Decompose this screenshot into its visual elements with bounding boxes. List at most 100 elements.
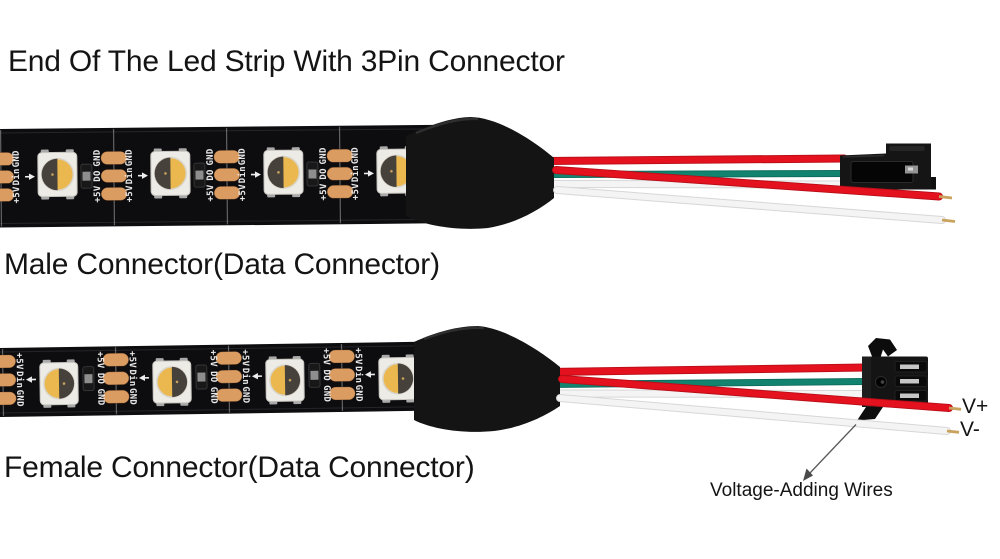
pad-label: GND — [93, 149, 103, 167]
wire-red-bottom — [544, 364, 870, 376]
pad-label: DO — [206, 169, 216, 181]
tinned-tip — [946, 429, 960, 434]
annotation-arrow-line — [808, 424, 857, 475]
wire-red-top — [542, 155, 848, 165]
solder-pad — [215, 388, 243, 403]
pad-label: DO — [93, 170, 103, 182]
solder-pad — [213, 167, 241, 182]
female-connector-slots — [894, 361, 928, 402]
female-connector-shade — [862, 356, 871, 407]
heat-shrink-highlight — [423, 326, 485, 341]
pad-label: GND — [95, 388, 105, 406]
trace-line — [0, 345, 436, 353]
led-chip — [171, 366, 188, 398]
solder-pad — [215, 351, 243, 366]
solder-pad — [102, 352, 130, 367]
smd-body — [84, 374, 93, 384]
solder-pad — [102, 389, 130, 404]
pad-label: GND — [321, 385, 331, 403]
female-connector-label: Female Connector(Data Connector) — [4, 451, 475, 484]
heat-shrink-bottom — [414, 326, 560, 432]
pad-label: GND — [351, 147, 361, 165]
pad-label: Din — [124, 167, 135, 184]
male-connector-gloss — [889, 146, 925, 151]
female-connector-recess-dot — [880, 380, 885, 384]
solder-pad — [100, 186, 128, 201]
pad-label: DO — [95, 373, 105, 385]
led-bond-dot — [164, 172, 167, 175]
trace-line — [0, 218, 437, 224]
led-chip — [380, 155, 397, 188]
led-bond-dot — [390, 169, 393, 173]
title-label: End Of The Led Strip With 3Pin Connector — [8, 45, 565, 78]
voltage-note-label: Voltage-Adding Wires — [710, 480, 893, 501]
annotation-arrow-head — [803, 468, 813, 481]
solder-pad — [328, 349, 356, 364]
male-connector-edge — [842, 154, 885, 158]
female-connector-fin — [857, 407, 883, 421]
data-arrow-head — [28, 173, 35, 180]
male-connector-pin-highlight — [908, 167, 913, 171]
solder-pad — [100, 168, 128, 183]
led-bond-dot — [51, 173, 54, 176]
led-strip-bottom: +5VDinGND+5VDOGND+5VDinGND+5VDOGND+5VDin… — [0, 341, 437, 418]
led-chip — [397, 363, 414, 394]
data-arrow-head — [367, 170, 374, 177]
tinned-tip — [938, 195, 953, 200]
pad-label: +5V — [240, 349, 250, 367]
data-arrow-head — [364, 371, 371, 378]
trace-line — [0, 406, 437, 414]
led-chip — [58, 368, 75, 399]
led-chip — [41, 158, 58, 191]
pad-label: Din — [237, 166, 248, 183]
solder-pad — [213, 185, 241, 200]
data-arrow-head — [141, 172, 148, 179]
pad-label: Din — [14, 371, 25, 388]
pad-label: +5V — [319, 183, 329, 201]
tinned-tip — [948, 406, 962, 411]
pad-label: +5V — [208, 350, 218, 368]
v-minus-label: V- — [960, 418, 980, 441]
pad-label: DO — [319, 168, 329, 180]
pad-label: +5V — [127, 351, 137, 369]
solder-pad — [326, 166, 354, 181]
pin-metal — [900, 364, 919, 369]
pad-label: +5V — [93, 185, 103, 203]
pad-label: Din — [353, 366, 364, 383]
solder-pad — [328, 367, 356, 382]
male-connector-label: Male Connector(Data Connector) — [4, 248, 440, 281]
pad-label: DO — [208, 371, 218, 383]
solder-pad — [102, 371, 130, 386]
pad-label: Din — [350, 165, 361, 182]
pad-label: +5V — [12, 186, 22, 204]
solder-pad — [0, 372, 17, 387]
solder-pad — [326, 148, 354, 163]
data-arrow-head — [25, 376, 33, 383]
pad-label: +5V — [353, 348, 363, 366]
solder-pad — [326, 184, 354, 199]
male-connector-recess — [850, 161, 914, 183]
led-chip — [154, 157, 171, 190]
led-bond-dot — [62, 382, 66, 385]
led-chip — [284, 365, 301, 396]
smd-body — [197, 372, 206, 382]
pad-label: +5V — [95, 351, 105, 369]
tinned-tip — [941, 218, 956, 223]
pad-label: GND — [240, 386, 250, 404]
pad-label: Din — [240, 368, 251, 385]
led-bond-dot — [401, 377, 405, 380]
solder-pad — [215, 369, 243, 384]
pad-label: GND — [206, 148, 216, 166]
pad-label: DO — [321, 369, 331, 381]
v-minus-wire — [557, 395, 950, 434]
led-bond-dot — [277, 171, 280, 174]
male-connector-step — [931, 177, 936, 190]
pad-label: Din — [127, 369, 138, 386]
pad-label: GND — [238, 148, 248, 166]
v-plus-label: V+ — [962, 395, 989, 418]
pin-metal — [900, 393, 919, 398]
smd-body — [195, 170, 204, 180]
solder-pad — [0, 170, 15, 184]
